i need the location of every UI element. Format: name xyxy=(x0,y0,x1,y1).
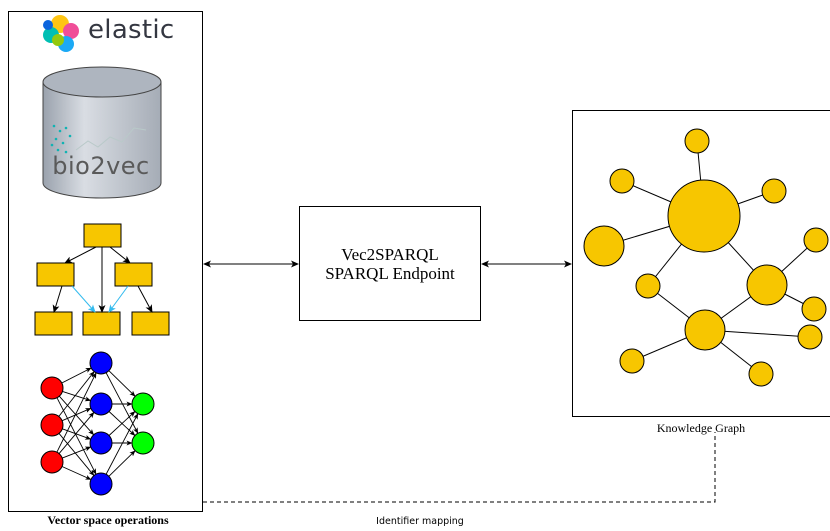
kg-node xyxy=(801,296,827,322)
nn-edge xyxy=(58,395,95,436)
identifier-mapping-link xyxy=(203,432,716,503)
nn-edge xyxy=(61,466,92,480)
kg-node xyxy=(635,273,661,299)
identifier-mapping-caption: Identifier mapping xyxy=(376,516,464,527)
kg-node xyxy=(684,128,710,154)
elastic-logo-text: elastic xyxy=(88,15,175,45)
nn-input-node xyxy=(40,376,64,400)
nn-edge xyxy=(58,371,95,417)
nn-edge xyxy=(108,370,136,397)
nn-input-node xyxy=(40,450,64,474)
nn-hidden-node xyxy=(89,431,113,455)
kg-node xyxy=(761,178,787,204)
nn-edge xyxy=(61,407,92,422)
nn-edge xyxy=(62,446,92,459)
database-label: bio2vec xyxy=(52,152,150,180)
nn-edge xyxy=(105,413,139,475)
nn-edge xyxy=(62,390,92,402)
nn-edge xyxy=(56,372,97,453)
knowledge-graph-icon xyxy=(583,128,829,387)
kg-node xyxy=(619,348,645,374)
kg-node xyxy=(684,309,726,351)
nn-edge xyxy=(108,411,136,436)
nn-hidden-node xyxy=(89,392,113,416)
nn-edge xyxy=(108,450,136,477)
nn-hidden-node xyxy=(89,351,113,375)
left-panel-frame xyxy=(8,11,203,512)
nn-edge xyxy=(62,428,92,440)
nn-input-node xyxy=(40,413,64,437)
nn-edge xyxy=(58,433,95,476)
endpoint-subtitle: SPARQL Endpoint xyxy=(325,263,455,283)
kg-node xyxy=(583,225,625,267)
kg-node xyxy=(803,227,829,253)
vector-space-caption: Vector space operations xyxy=(47,513,169,527)
nn-output-node xyxy=(131,431,155,455)
sparql-endpoint-box: Vec2SPARQL SPARQL Endpoint xyxy=(299,206,481,321)
kg-node xyxy=(746,264,788,306)
elastic-logo-icon xyxy=(43,15,79,52)
nn-edge xyxy=(61,367,92,384)
nn-edge xyxy=(58,412,95,454)
nn-hidden-node xyxy=(89,472,113,496)
kg-node xyxy=(609,168,635,194)
knowledge-graph-frame xyxy=(572,110,830,417)
kg-node xyxy=(797,324,823,350)
neural-network-icon xyxy=(40,351,155,496)
kg-node xyxy=(667,179,741,253)
endpoint-title: Vec2SPARQL xyxy=(341,244,439,264)
knowledge-graph-caption: Knowledge Graph xyxy=(656,421,746,435)
hierarchy-tree-icon xyxy=(34,223,170,336)
database-cylinder-icon xyxy=(42,66,162,199)
kg-node xyxy=(748,361,774,387)
nn-output-node xyxy=(131,392,155,416)
